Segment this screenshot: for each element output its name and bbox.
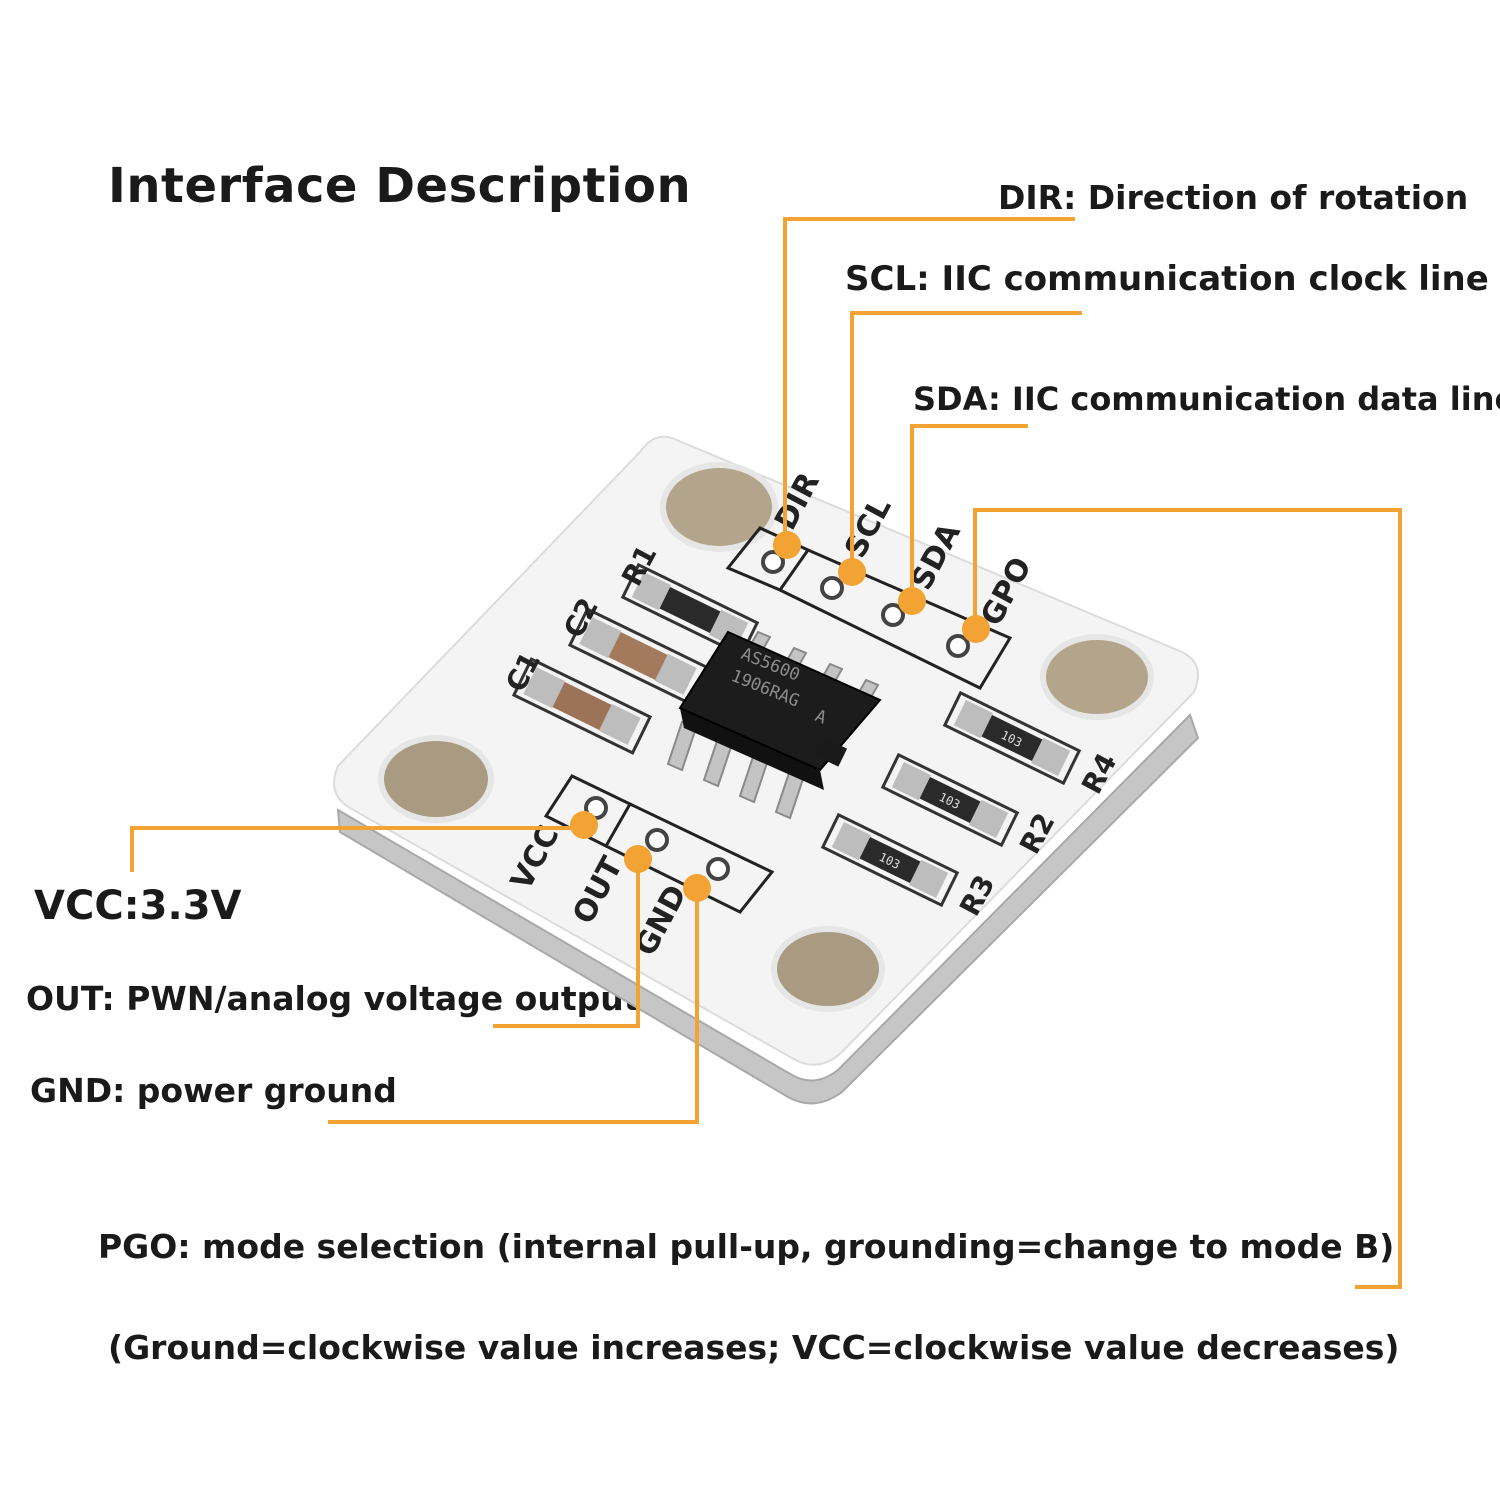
- sensor-chip: AS5600 1906RAG A: [666, 630, 882, 820]
- mounting-hole: [1040, 634, 1154, 720]
- mounting-hole: [660, 462, 778, 552]
- component-r4: 103: [942, 690, 1082, 786]
- leader-line-vcc: [130, 826, 583, 872]
- solder-pad: [579, 617, 622, 659]
- leader-line-gnd: [328, 888, 699, 1124]
- solder-pad: [1031, 737, 1071, 777]
- chip-body-side: [680, 708, 824, 790]
- gnd-description: GND: power ground: [30, 1071, 397, 1110]
- solder-pad: [969, 799, 1009, 839]
- smd-part: [814, 737, 848, 767]
- pgo-description: PGO: mode selection (internal pull-up, g…: [98, 1227, 1395, 1266]
- capacitor-body: [552, 682, 612, 730]
- footprint-outline: [511, 657, 653, 755]
- right-passives: 103 103 103: [820, 690, 1082, 908]
- pad-sda: [881, 603, 905, 627]
- callout-dot-gnd: [683, 874, 711, 902]
- leader-line-out: [493, 860, 640, 1028]
- callout-dot-sda: [898, 587, 926, 615]
- resistor-body: [659, 586, 721, 634]
- leader-line-dir: [783, 217, 1075, 545]
- bottom-header-outline: [543, 774, 775, 914]
- pad-scl: [820, 576, 844, 600]
- sda-description: SDA: IIC communication data line: [913, 380, 1500, 418]
- out-description: OUT: PWN/analog voltage output: [26, 979, 640, 1018]
- chip-legs-bottom: [666, 720, 806, 820]
- dir-description: DIR: Direction of rotation: [998, 178, 1469, 217]
- capacitor-body: [608, 632, 668, 680]
- chip-body-top: [678, 630, 882, 772]
- solder-pad: [654, 653, 697, 695]
- callout-dot-gpo: [962, 615, 990, 643]
- solder-pad: [831, 821, 871, 861]
- solder-pad: [598, 703, 641, 745]
- direction-note: (Ground=clockwise value increases; VCC=c…: [108, 1328, 1400, 1367]
- pin-callout-dots: [570, 531, 990, 902]
- scl-description: SCL: IIC communication clock line: [845, 259, 1489, 299]
- callout-dot-vcc: [570, 811, 598, 839]
- footprint-outline: [942, 690, 1082, 786]
- solder-pad: [953, 699, 993, 739]
- solder-pad: [909, 859, 949, 899]
- pad-out: [645, 828, 669, 852]
- callout-dot-out: [624, 845, 652, 873]
- mounting-holes: [378, 462, 1154, 1012]
- footprint-outline: [620, 562, 760, 658]
- board-edge: [336, 713, 1200, 1105]
- resistor-body: [919, 776, 981, 824]
- solder-pad: [891, 761, 931, 801]
- pad-dir: [761, 550, 785, 574]
- footprint-outline: [880, 752, 1020, 848]
- leader-lines: [130, 217, 1402, 1289]
- page-title: Interface Description: [108, 158, 692, 214]
- signal-pin-box-bottom: [605, 802, 775, 914]
- vcc-description: VCC:3.3V: [34, 883, 242, 929]
- callout-dot-dir: [773, 531, 801, 559]
- callout-dot-scl: [838, 558, 866, 586]
- component-r2: 103: [880, 752, 1020, 848]
- component-r3: 103: [820, 812, 960, 908]
- pad-gpo: [946, 634, 970, 658]
- pad-gnd: [706, 857, 730, 881]
- component-r1: [620, 562, 760, 658]
- solder-pad: [523, 667, 566, 709]
- leader-line-sda: [910, 424, 1028, 600]
- leader-line-gpo: [973, 508, 1402, 1289]
- solder-pad: [631, 571, 671, 611]
- resistor-body: [981, 714, 1043, 762]
- resistor-body: [859, 836, 921, 884]
- component-c1: [511, 657, 653, 755]
- mounting-hole: [378, 735, 494, 823]
- leader-line-scl: [850, 311, 1082, 572]
- footprint-outline: [820, 812, 960, 908]
- mounting-hole: [771, 926, 885, 1012]
